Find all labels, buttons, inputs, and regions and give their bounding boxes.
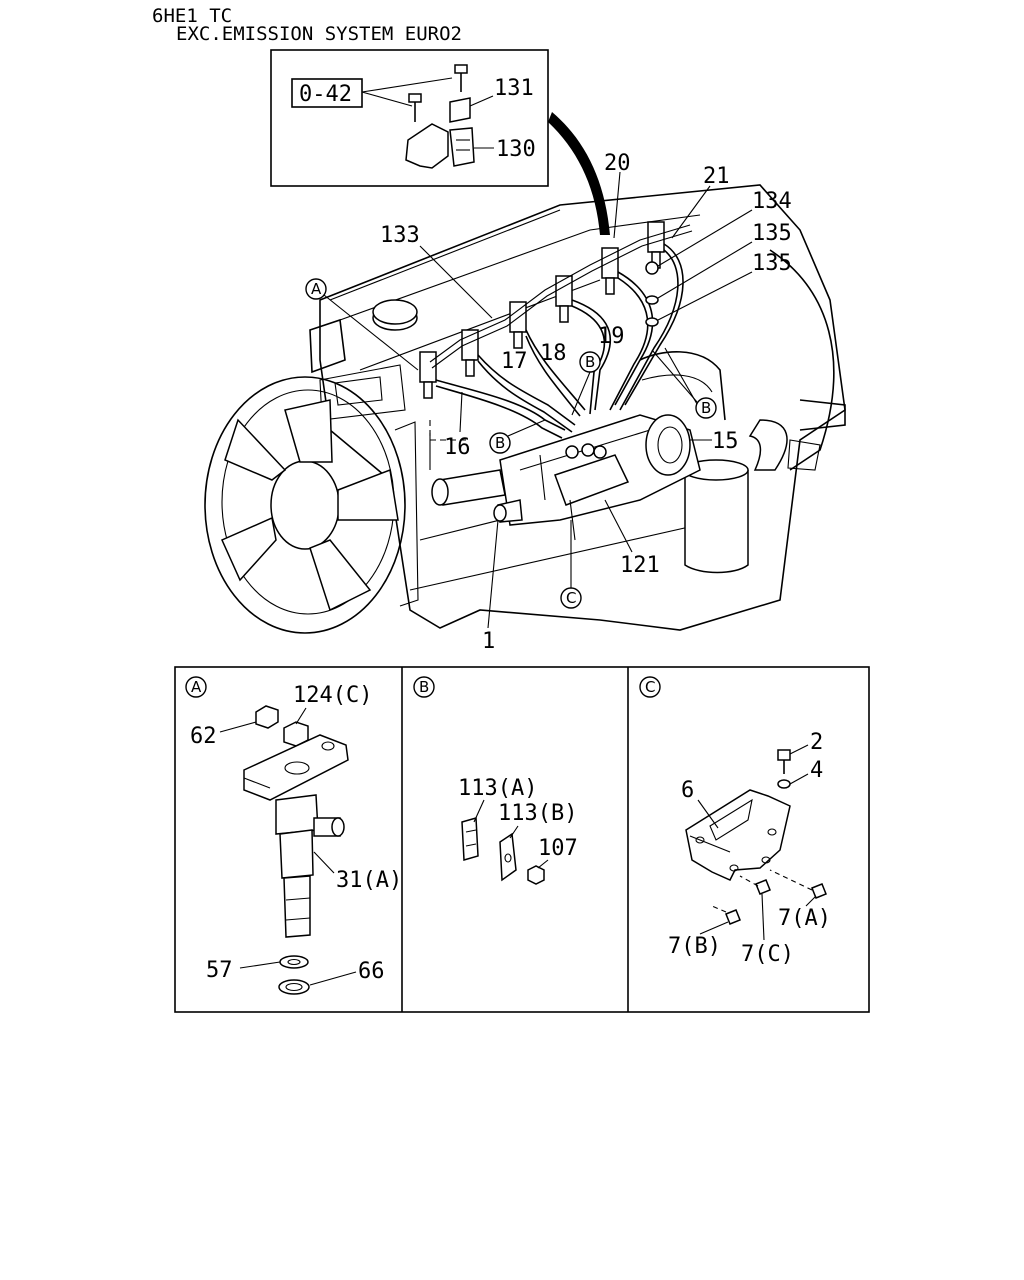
callout-21: 21 bbox=[703, 164, 730, 189]
detail-pointer bbox=[548, 112, 610, 235]
label-62: 62 bbox=[190, 724, 217, 749]
label-57: 57 bbox=[206, 958, 233, 983]
callout-1: 1 bbox=[482, 629, 495, 654]
panel-a-title: A bbox=[191, 678, 202, 696]
callout-135-a: 135 bbox=[752, 221, 792, 246]
callout-15: 15 bbox=[712, 429, 739, 454]
ref-b-marker-3 bbox=[489, 432, 511, 454]
ref-box bbox=[291, 78, 363, 108]
ref-box-label: 0-42 bbox=[299, 82, 352, 107]
label-113b: 113(B) bbox=[498, 801, 577, 826]
fan bbox=[204, 376, 419, 634]
ref-b-letter-2: B bbox=[701, 399, 711, 417]
callout-20: 20 bbox=[604, 151, 631, 176]
label-107: 107 bbox=[538, 836, 578, 861]
label-130: 130 bbox=[496, 137, 536, 162]
panel-c-title: C bbox=[645, 678, 655, 696]
label-131: 131 bbox=[494, 76, 534, 101]
ref-a-letter: A bbox=[311, 280, 322, 298]
detail-panels bbox=[174, 666, 870, 1013]
ref-b-letter-1: B bbox=[585, 353, 595, 371]
ref-b-marker-2 bbox=[695, 397, 717, 419]
label-2: 2 bbox=[810, 730, 823, 755]
label-124c: 124(C) bbox=[293, 683, 372, 708]
injection-pump bbox=[493, 414, 701, 541]
variant-title: EXC.EMISSION SYSTEM EURO2 bbox=[176, 23, 462, 45]
label-113a: 113(A) bbox=[458, 776, 537, 801]
main-callouts: 20 21 134 135 135 133 17 18 19 16 15 121… bbox=[305, 151, 792, 654]
callout-19: 19 bbox=[598, 324, 625, 349]
callout-17: 17 bbox=[501, 349, 528, 374]
inset-detail: 0-42 131 130 bbox=[270, 49, 549, 187]
callout-135-b: 135 bbox=[752, 251, 792, 276]
callout-16: 16 bbox=[444, 435, 471, 460]
panel-b: B 113(A) 113(B) 107 bbox=[413, 676, 578, 885]
ref-a-marker bbox=[305, 278, 327, 300]
label-6: 6 bbox=[681, 778, 694, 803]
label-7a: 7(A) bbox=[778, 906, 831, 931]
callout-133: 133 bbox=[380, 223, 420, 248]
injector-row bbox=[419, 221, 665, 399]
ref-c-letter: C bbox=[566, 589, 576, 607]
panel-c: C 2 4 6 7(A) 7(B) 7(C) bbox=[639, 676, 831, 967]
engine-illustration bbox=[204, 184, 846, 634]
callout-18: 18 bbox=[540, 341, 567, 366]
label-4: 4 bbox=[810, 758, 823, 783]
label-7c: 7(C) bbox=[741, 942, 794, 967]
label-7b: 7(B) bbox=[668, 934, 721, 959]
label-31a: 31(A) bbox=[336, 868, 402, 893]
label-66: 66 bbox=[358, 959, 385, 984]
callout-121: 121 bbox=[620, 553, 660, 578]
panel-a: A 124(C) 62 31(A) 57 66 bbox=[185, 676, 402, 995]
callout-134: 134 bbox=[752, 189, 792, 214]
fuel-pipes bbox=[429, 224, 693, 439]
model-code: 6HE1 TC bbox=[152, 5, 232, 27]
ref-b-letter-3: B bbox=[495, 434, 505, 452]
panel-b-title: B bbox=[419, 678, 429, 696]
